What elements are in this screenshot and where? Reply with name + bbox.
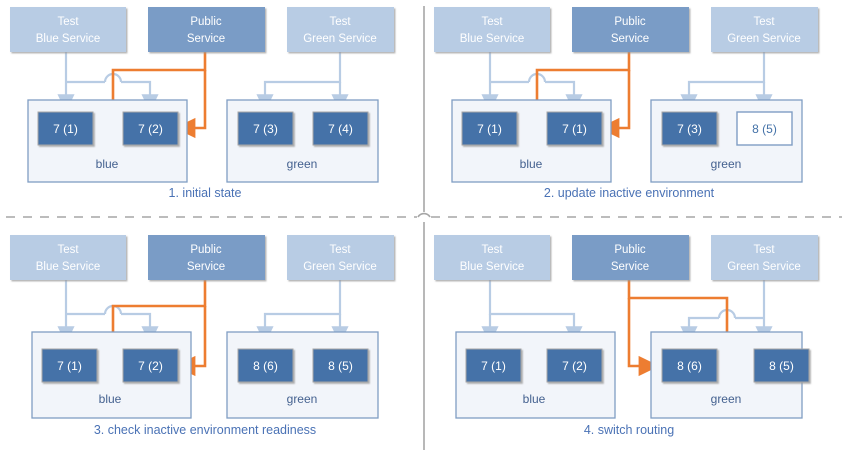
node-label: 8 (5) [752,122,777,136]
service-test-green[interactable]: Test Green Service [711,235,818,280]
service-label-line2: Blue Service [36,33,101,45]
panel-caption: 1. initial state [169,186,242,200]
service-label-line2: Green Service [727,33,801,45]
env-label-blue: blue [96,157,119,171]
node-blue-2[interactable]: 7 (2) [122,111,179,146]
node-label: 7 (1) [562,122,587,136]
node-green-2[interactable]: 7 (4) [312,111,369,146]
service-label-line1: Test [329,244,351,256]
node-label: 7 (1) [477,122,502,136]
service-public[interactable]: Public Service [572,7,689,52]
env-label-green: green [711,157,742,171]
service-test-blue[interactable]: Test Blue Service [10,235,126,280]
service-test-blue[interactable]: Test Blue Service [434,235,550,280]
node-label: 8 (6) [253,359,278,373]
node-label: 7 (4) [328,122,353,136]
panel-caption: 3. check inactive environment readiness [94,423,316,437]
panel-3: blue green 7 (1) 7 (2) 8 (6) 8 (5) Test … [10,235,394,437]
node-green-1[interactable]: 7 (3) [237,111,294,146]
node-blue-2[interactable]: 7 (2) [122,348,179,383]
test-blue-connectors [57,52,159,112]
env-label-green: green [287,157,318,171]
node-blue-1[interactable]: 7 (1) [465,348,522,383]
env-label-green: green [711,392,742,406]
test-blue-connectors [481,280,583,344]
test-blue-connectors [481,52,583,112]
node-green-2[interactable]: 8 (5) [736,111,793,146]
node-blue-1[interactable]: 7 (1) [37,111,94,146]
node-label: 8 (6) [677,359,702,373]
node-label: 7 (2) [138,122,163,136]
node-green-1[interactable]: 8 (6) [661,348,718,383]
service-label-line2: Blue Service [36,261,101,273]
service-label-line2: Blue Service [460,33,525,45]
service-label-line1: Test [57,16,79,28]
service-label-line1: Test [753,16,775,28]
node-label: 8 (5) [769,359,794,373]
service-label-line1: Test [481,16,503,28]
service-label-line2: Green Service [303,261,377,273]
panel-4: blue green 7 (1) 7 (2) 8 (6) 8 (5) Test … [434,235,818,437]
env-label-green: green [287,392,318,406]
service-public[interactable]: Public Service [148,7,265,52]
service-label-line1: Test [329,16,351,28]
node-label: 8 (5) [328,359,353,373]
panel-caption: 4. switch routing [584,423,674,437]
service-label-line1: Test [753,244,775,256]
service-label-line1: Test [481,244,503,256]
service-label-line1: Public [614,244,646,256]
service-test-green[interactable]: Test Green Service [287,7,394,52]
node-green-2[interactable]: 8 (5) [753,348,810,383]
service-test-blue[interactable]: Test Blue Service [10,7,126,52]
service-label-line2: Green Service [303,33,377,45]
node-label: 7 (3) [677,122,702,136]
service-label-line2: Green Service [727,261,801,273]
service-public[interactable]: Public Service [148,235,265,280]
service-label-line2: Blue Service [460,261,525,273]
node-label: 7 (1) [53,122,78,136]
test-green-connectors [680,52,773,112]
divider-vertical [417,6,431,450]
node-blue-1[interactable]: 7 (1) [41,348,98,383]
env-label-blue: blue [99,392,122,406]
node-blue-2[interactable]: 7 (1) [546,111,603,146]
node-green-1[interactable]: 7 (3) [661,111,718,146]
node-label: 7 (1) [481,359,506,373]
test-blue-connectors [57,280,159,344]
node-label: 7 (3) [253,122,278,136]
service-label-line1: Public [190,16,222,28]
node-label: 7 (2) [138,359,163,373]
service-label-line1: Public [190,244,222,256]
panel-caption: 2. update inactive environment [544,186,715,200]
service-test-green[interactable]: Test Green Service [711,7,818,52]
service-test-blue[interactable]: Test Blue Service [434,7,550,52]
node-label: 7 (2) [562,359,587,373]
service-label-line2: Service [187,261,225,273]
service-label-line2: Service [187,33,225,45]
service-label-line1: Public [614,16,646,28]
node-green-2[interactable]: 8 (5) [312,348,369,383]
service-public[interactable]: Public Service [572,235,689,280]
env-label-blue: blue [520,157,543,171]
service-label-line2: Service [611,33,649,45]
service-test-green[interactable]: Test Green Service [287,235,394,280]
node-blue-2[interactable]: 7 (2) [546,348,603,383]
test-green-connectors [256,280,349,344]
node-blue-1[interactable]: 7 (1) [461,111,518,146]
env-label-blue: blue [523,392,546,406]
service-label-line2: Service [611,261,649,273]
panel-2: blue green 7 (1) 7 (1) 7 (3) 8 (5) Test … [434,7,818,200]
node-label: 7 (1) [57,359,82,373]
node-green-1[interactable]: 8 (6) [237,348,294,383]
test-green-connectors [256,52,349,112]
panel-1: blue green 7 (1) 7 (2) 7 (3) 7 (4) Test … [10,7,394,200]
service-label-line1: Test [57,244,79,256]
